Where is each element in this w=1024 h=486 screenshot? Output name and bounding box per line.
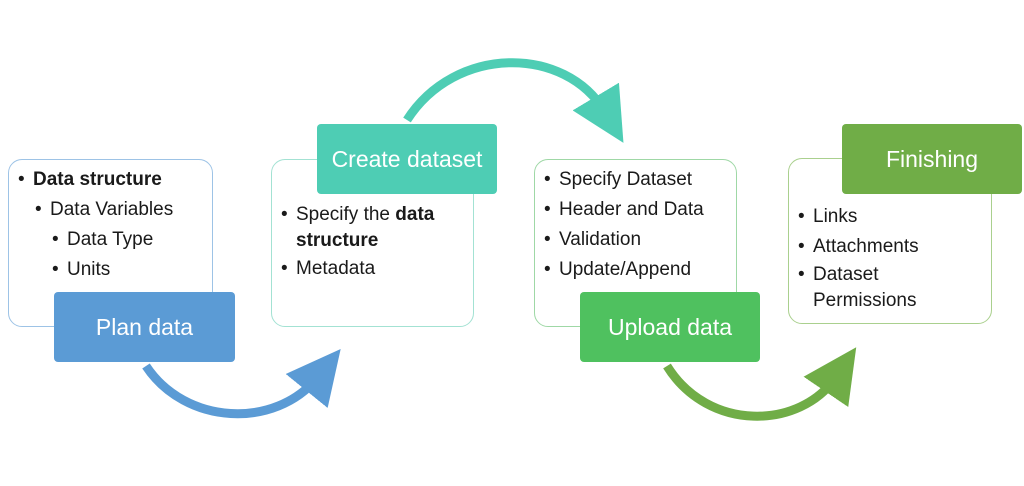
list-item: Validation [544, 225, 736, 255]
plan-data-box: Data structure Data Variables Data Type … [8, 159, 213, 327]
list-item: Units [52, 255, 212, 285]
list-item: Attachments [798, 232, 991, 262]
plan-data-list: Data structure Data Variables Data Type … [9, 165, 212, 285]
upload-data-list: Specify Dataset Header and Data Validati… [535, 165, 736, 285]
arrow-plan-to-create [142, 349, 341, 419]
create-dataset-list: Specify the data structure Metadata [272, 202, 473, 284]
list-item: Update/Append [544, 255, 736, 285]
list-item: Specify the data structure [281, 202, 466, 254]
finishing-box: Links Attachments Dataset Permissions [788, 158, 992, 324]
list-item: Dataset Permissions [798, 262, 943, 314]
arrow-create-to-upload [403, 58, 624, 143]
upload-data-label: Upload data [580, 292, 760, 362]
list-item: Data Variables [35, 195, 212, 225]
list-item: Data structure [18, 165, 212, 195]
plan-data-label: Plan data [54, 292, 235, 362]
create-dataset-label: Create dataset [317, 124, 497, 194]
arrow-upload-to-finishing [663, 347, 857, 421]
list-item: Header and Data [544, 195, 736, 225]
list-item: Data Type [52, 225, 212, 255]
list-item: Links [798, 202, 991, 232]
finishing-label: Finishing [842, 124, 1022, 194]
list-item: Specify Dataset [544, 165, 736, 195]
finishing-list: Links Attachments Dataset Permissions [789, 202, 991, 314]
list-item: Metadata [281, 254, 473, 284]
